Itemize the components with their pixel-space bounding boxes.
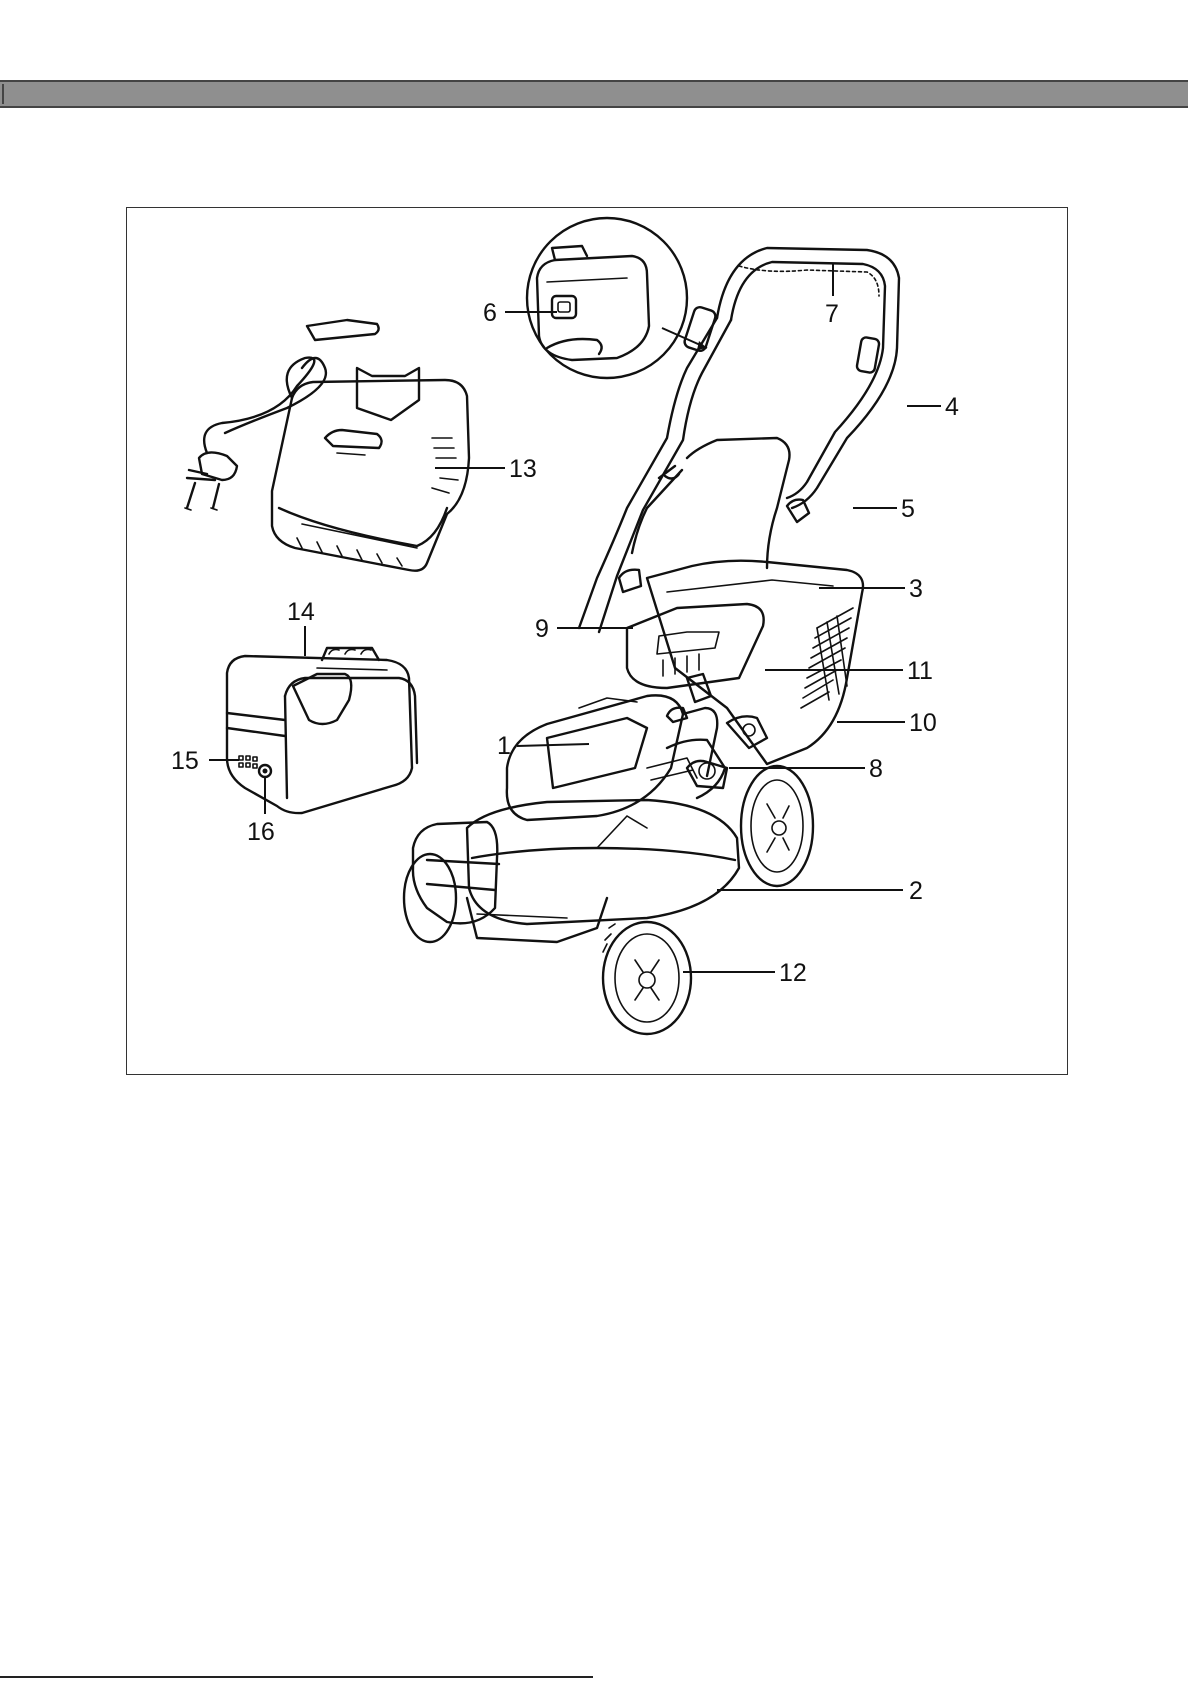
footnote-rule [0, 1676, 593, 1678]
callout-4: 4 [945, 393, 959, 421]
callout-5: 5 [901, 495, 915, 523]
callout-8: 8 [869, 755, 883, 783]
callout-12: 12 [779, 959, 807, 987]
switch-detail-inset [527, 218, 707, 378]
callout-14: 14 [287, 598, 315, 626]
callout-7: 7 [825, 300, 839, 328]
callout-13: 13 [509, 455, 537, 483]
battery-pack [227, 648, 417, 813]
callout-3: 3 [909, 575, 923, 603]
callout-9: 9 [535, 615, 549, 643]
section-header-bar [0, 80, 1188, 108]
callout-1: 1 [497, 732, 511, 760]
lawnmower-parts-illustration: 1 2 3 4 5 6 7 8 9 10 11 12 13 14 15 16 [127, 208, 1069, 1076]
battery-charger [185, 320, 469, 571]
callout-16: 16 [247, 818, 275, 846]
callout-15: 15 [171, 747, 199, 775]
callout-6: 6 [483, 299, 497, 327]
parts-diagram-frame: 1 2 3 4 5 6 7 8 9 10 11 12 13 14 15 16 [126, 207, 1068, 1075]
callout-2: 2 [909, 877, 923, 905]
mower-handle [579, 248, 899, 632]
callout-10: 10 [909, 709, 937, 737]
callout-11: 11 [907, 657, 933, 685]
